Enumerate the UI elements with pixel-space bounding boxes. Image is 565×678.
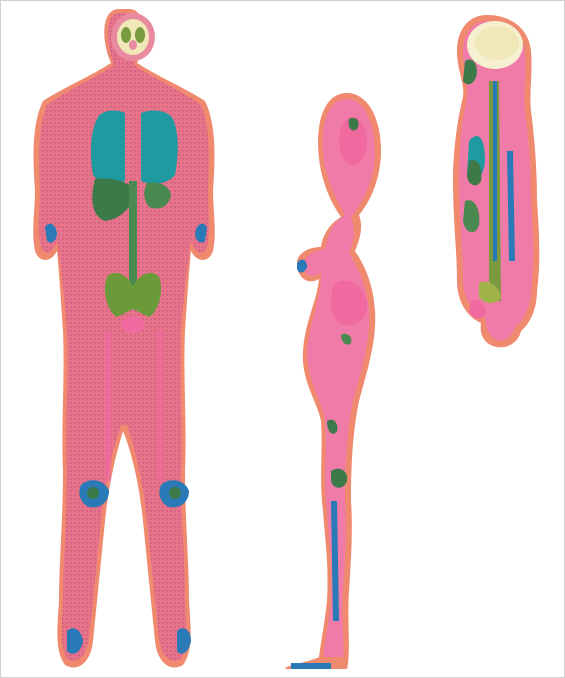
coronal-brain-core <box>129 40 137 50</box>
coronal-left-kneecap <box>87 487 99 499</box>
coronal-right-kneecap <box>169 487 181 499</box>
sagittal-brain <box>475 26 519 60</box>
sagittal-view <box>453 15 539 347</box>
coronal-brain-right <box>135 27 145 43</box>
coronal-right-femur <box>157 331 163 481</box>
coronal-left-femur <box>105 331 111 481</box>
coronal-brain-left <box>121 27 131 43</box>
coronal-view <box>33 9 215 668</box>
sagittal-spine-cord <box>493 81 497 261</box>
coronal-spine <box>129 181 137 291</box>
coronal-bladder <box>121 317 145 333</box>
lateral-foot <box>291 663 331 669</box>
lateral-view <box>285 93 381 669</box>
